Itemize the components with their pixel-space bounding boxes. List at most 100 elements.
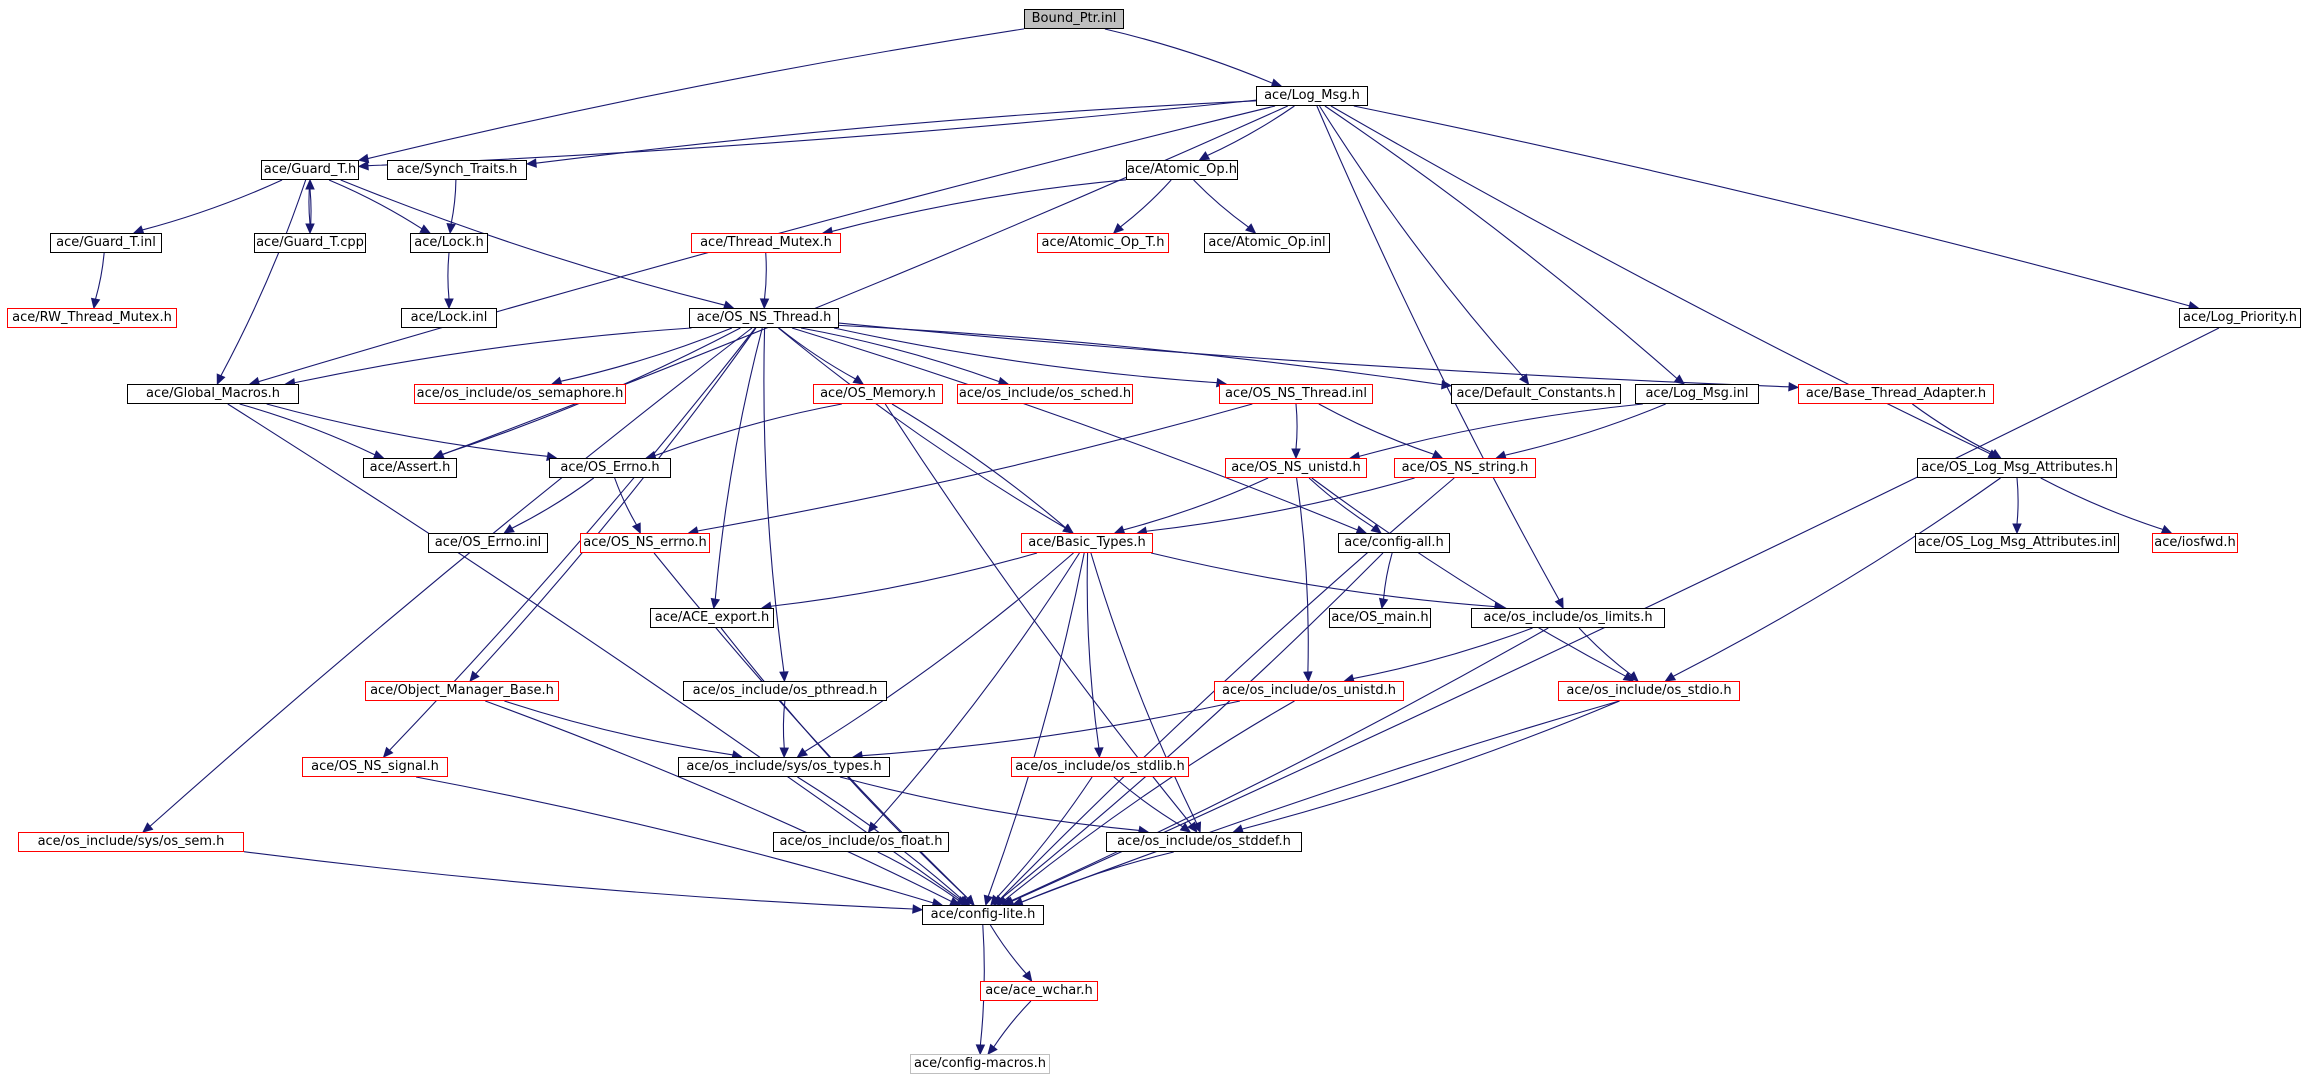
graph-node[interactable]: ace/Global_Macros.h [127, 384, 299, 404]
graph-node[interactable]: ace/os_include/os_unistd.h [1214, 681, 1404, 701]
graph-node[interactable]: ace/OS_Errno.inl [428, 533, 548, 553]
graph-node[interactable]: ace/Atomic_Op.h [1126, 160, 1238, 180]
edge-n17-n24 [654, 403, 842, 457]
graph-node[interactable]: ace/os_include/os_stddef.h [1106, 832, 1302, 852]
graph-node[interactable]: ace/Lock.h [410, 233, 488, 253]
edge-n46-n47 [1021, 851, 1174, 903]
arrowhead-n35-n40 [1627, 671, 1639, 682]
graph-node[interactable]: ace/OS_Memory.h [813, 384, 943, 404]
graph-node[interactable]: ace/os_include/os_limits.h [1471, 608, 1665, 628]
graph-node[interactable]: ace/Default_Constants.h [1451, 384, 1621, 404]
edge-n1-n4 [1207, 105, 1295, 157]
arrowhead-n43-n47 [990, 894, 1001, 906]
edge-n24-n28 [511, 477, 595, 529]
graph-node[interactable]: ace/ACE_export.h [650, 608, 774, 628]
edge-n13-n30 [778, 327, 1066, 529]
graph-node[interactable]: ace/os_include/os_sched.h [957, 384, 1133, 404]
graph-node[interactable]: ace/Thread_Mutex.h [691, 233, 841, 253]
edge-n48-n49 [993, 1000, 1032, 1048]
arrowhead-n44-n47 [912, 904, 924, 914]
graph-node[interactable]: ace/Atomic_Op_T.h [1037, 233, 1169, 253]
graph-node[interactable]: ace/ace_wchar.h [980, 981, 1098, 1001]
arrowhead-n14-n47 [1002, 896, 1015, 906]
edge-n2-n7 [328, 179, 423, 230]
graph-node[interactable]: ace/OS_Errno.h [549, 458, 671, 478]
edge-n19-n26 [1318, 403, 1435, 455]
edge-n15-n24 [266, 403, 548, 457]
graph-node[interactable]: ace/RW_Thread_Mutex.h [7, 308, 177, 328]
edge-n25-n40 [1311, 477, 1626, 677]
arrowhead-n2-n7 [419, 224, 432, 234]
arrowhead-n13-n38 [779, 671, 789, 683]
edge-n13-n44 [149, 327, 753, 827]
edge-n0-n2 [367, 28, 1025, 160]
edge-n13-n38 [763, 327, 785, 673]
arrowhead-n13-n37 [469, 670, 480, 682]
graph-node[interactable]: ace/Guard_T.h [261, 160, 359, 180]
graph-node[interactable]: ace/config-macros.h [910, 1054, 1050, 1074]
graph-node[interactable]: ace/OS_Log_Msg_Attributes.h [1917, 458, 2117, 478]
arrowhead-n1-n4 [1198, 151, 1211, 161]
graph-node[interactable]: ace/Assert.h [363, 458, 457, 478]
graph-node[interactable]: ace/OS_Log_Msg_Attributes.inl [1915, 533, 2119, 553]
edge-n0-n1 [1104, 28, 1273, 84]
arrowhead-n4-n9 [1112, 223, 1125, 234]
edge-n1-n23 [442, 105, 1288, 456]
edge-n19-n29 [697, 403, 1253, 532]
graph-node[interactable]: ace/os_include/os_semaphore.h [414, 384, 626, 404]
edge-n47-n48 [989, 924, 1027, 975]
graph-node[interactable]: ace/os_include/os_stdio.h [1558, 681, 1740, 701]
edge-n7-n12 [447, 252, 450, 300]
arrowhead-n8-n13 [759, 298, 770, 310]
edge-n27-n33 [2040, 477, 2164, 531]
edge-n1-n20 [1319, 105, 1524, 378]
arrowhead-n5-n11 [90, 297, 101, 310]
graph-node[interactable]: ace/os_include/sys/os_types.h [678, 757, 890, 777]
graph-node[interactable]: ace/Lock.inl [401, 308, 497, 328]
arrowhead-n6-n2 [305, 178, 315, 190]
graph-node[interactable]: ace/Synch_Traits.h [387, 160, 527, 180]
arrowhead-n43-n46 [1179, 822, 1192, 833]
graph-node[interactable]: ace/OS_NS_Thread.h [689, 308, 839, 328]
edge-n45-n47 [877, 851, 959, 901]
graph-node[interactable]: ace/os_include/os_float.h [773, 832, 949, 852]
graph-node[interactable]: ace/iosfwd.h [2152, 533, 2238, 553]
graph-node[interactable]: ace/Atomic_Op.inl [1204, 233, 1330, 253]
edge-n13-n20 [838, 324, 1443, 386]
edge-n25-n39 [1296, 477, 1309, 673]
graph-node[interactable]: ace/OS_NS_string.h [1394, 458, 1536, 478]
arrowhead-n24-n29 [631, 522, 641, 535]
graph-node[interactable]: ace/Guard_T.inl [50, 233, 162, 253]
arrowhead-n19-n26 [1431, 449, 1444, 459]
graph-node[interactable]: ace/Basic_Types.h [1021, 533, 1153, 553]
arrowhead-n7-n12 [444, 298, 454, 310]
graph-node[interactable]: ace/os_include/os_stdlib.h [1011, 757, 1189, 777]
graph-node[interactable]: ace/Object_Manager_Base.h [365, 681, 559, 701]
graph-node[interactable]: ace/Log_Priority.h [2179, 308, 2301, 328]
edge-n30-n43 [1086, 552, 1100, 749]
arrowhead-n24-n28 [503, 523, 515, 534]
graph-node[interactable]: ace/Guard_T.cpp [254, 233, 366, 253]
graph-node[interactable]: ace/OS_main.h [1329, 608, 1431, 628]
graph-node[interactable]: ace/os_include/sys/os_sem.h [18, 832, 244, 852]
graph-node[interactable]: ace/config-all.h [1338, 533, 1450, 553]
arrowhead-n27-n32 [2012, 523, 2022, 535]
edge-n15-n47 [227, 403, 962, 901]
edge-n38-n42 [782, 700, 786, 749]
edge-n13-n19 [833, 327, 1218, 384]
graph-node[interactable]: ace/OS_NS_errno.h [580, 533, 710, 553]
graph-node[interactable]: ace/os_include/os_pthread.h [683, 681, 887, 701]
edge-n1-n21 [1324, 105, 1678, 379]
edge-n25-n30 [1123, 477, 1269, 531]
graph-node[interactable]: ace/OS_NS_Thread.inl [1219, 384, 1373, 404]
graph-node[interactable]: ace/Log_Msg.inl [1635, 384, 1759, 404]
graph-node[interactable]: ace/OS_NS_unistd.h [1225, 458, 1367, 478]
graph-node[interactable]: ace/Log_Msg.h [1256, 86, 1368, 106]
edge-n25-n31 [1308, 477, 1375, 528]
graph-node[interactable]: ace/OS_NS_signal.h [302, 757, 448, 777]
graph-node[interactable]: ace/Base_Thread_Adapter.h [1798, 384, 1994, 404]
edge-n5-n11 [94, 252, 105, 300]
arrowhead-n1-n2 [357, 160, 369, 171]
graph-node[interactable]: ace/config-lite.h [922, 905, 1044, 925]
arrowhead-n47-n48 [1022, 970, 1033, 982]
